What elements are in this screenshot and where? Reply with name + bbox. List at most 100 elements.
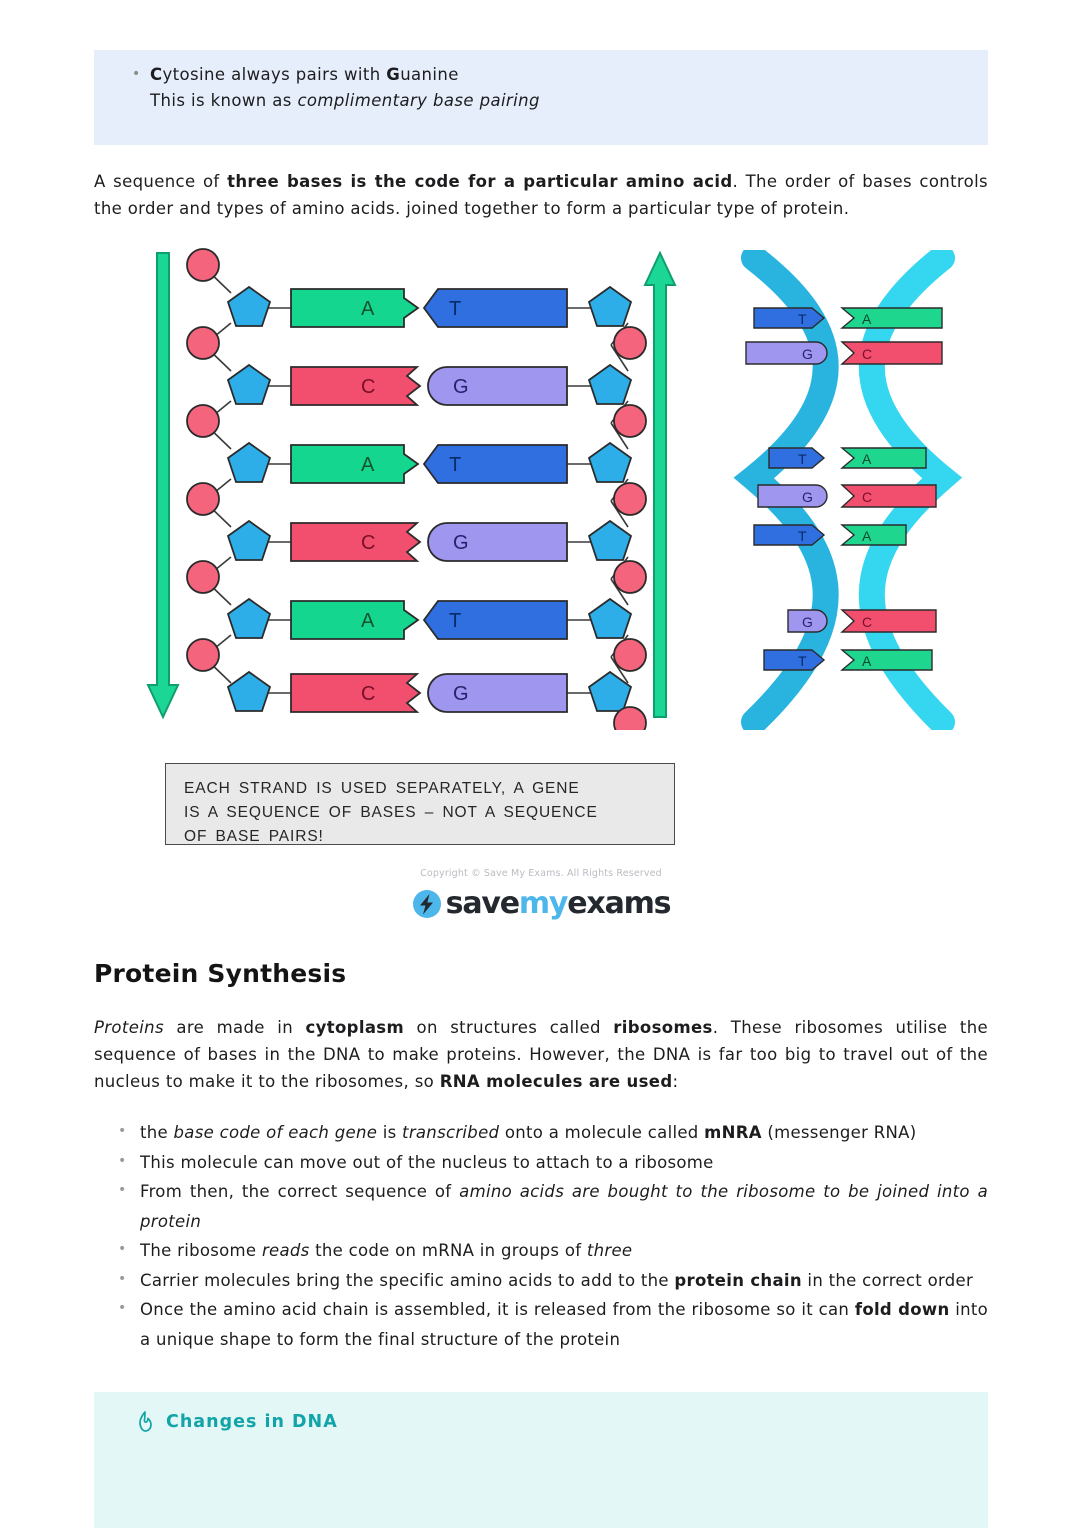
plain-text: Carrier molecules bring the specific ami… [140, 1270, 675, 1290]
right-sugar-pentagons [587, 285, 633, 712]
copyright-notice: Copyright © Save My Exams. All Rights Re… [420, 868, 662, 879]
list-item: Carrier molecules bring the specific ami… [116, 1265, 988, 1296]
caption-line-2: IS A SEQUENCE OF BASES – NOT A SEQUENCE [184, 804, 598, 821]
callout-title: Changes in DNA [166, 1412, 338, 1432]
svg-text:C: C [862, 614, 872, 630]
p1-text-b: . The order of bases controls the order … [94, 172, 988, 218]
italic-text: reads [261, 1241, 310, 1260]
right-phosphate-circles [613, 326, 647, 730]
p2-b2: ribosomes [613, 1018, 713, 1037]
svg-text:G: G [453, 376, 469, 398]
dna-figure: A C A C [94, 245, 988, 935]
callout-text-2: uanine [400, 65, 459, 84]
flame-icon [139, 1411, 152, 1432]
p2-t2: on structures called [404, 1018, 614, 1037]
italic-text: amino acids are bought to the ribosome t… [140, 1182, 988, 1231]
plain-text: (messenger RNA) [761, 1123, 917, 1142]
left-base-shapes: A C A C [290, 288, 422, 713]
plain-text: From then, the correct sequence of [140, 1182, 460, 1201]
caption-line-3: OF BASE PAIRS! [184, 828, 324, 845]
svg-text:A: A [862, 311, 872, 327]
p1-text-a: A sequence of [94, 172, 228, 191]
svg-text:G: G [802, 614, 813, 630]
logo-text: savemyexams [445, 886, 672, 921]
helix-base-pairs: T A G C T A [745, 307, 943, 671]
plain-text: into a unique shape to form the final st… [140, 1300, 988, 1349]
paragraph-three-bases: A sequence of three bases is the code fo… [94, 168, 988, 222]
bold-c: C [150, 65, 163, 84]
complementary-pairing-callout: Cytosine always pairs with Guanine This … [94, 50, 988, 145]
svg-text:A: A [361, 298, 375, 320]
lightning-bolt-logo-icon [412, 889, 441, 918]
plain-text: the code on mRNA in groups of [309, 1241, 587, 1260]
p1-bold: three bases is the code for a particular… [227, 172, 733, 191]
svg-text:G: G [453, 532, 469, 554]
bold-text: fold down [854, 1300, 950, 1319]
changes-in-dna-callout: Changes in DNA [94, 1392, 988, 1528]
italic-text: base code of each gene [173, 1123, 378, 1142]
svg-text:A: A [862, 451, 872, 467]
callout-sub-italic: complimentary base pairing [297, 91, 540, 110]
logo-my: my [518, 886, 569, 921]
dna-ladder-diagram: A C A C [146, 248, 677, 730]
svg-text:A: A [862, 528, 872, 544]
p2-t3: . These ribosomes utilise the sequence o… [94, 1018, 988, 1091]
svg-text:T: T [449, 610, 461, 632]
left-strand-direction-arrow [146, 252, 180, 720]
callout-sub-prefix: This is known as [150, 91, 298, 110]
italic-text: three [586, 1241, 633, 1260]
caption-line-1: EACH STRAND IS USED SEPARATELY, A GENE [184, 780, 580, 797]
svg-text:A: A [361, 454, 375, 476]
list-item: From then, the correct sequence of amino… [116, 1176, 988, 1236]
callout-subline: This is known as complimentary base pair… [94, 88, 988, 114]
page-heading-protein-synthesis: Protein Synthesis [94, 959, 347, 988]
plain-text: the [140, 1123, 174, 1142]
bold-text: mNRA [704, 1123, 762, 1142]
svg-text:C: C [862, 489, 872, 505]
svg-text:G: G [453, 683, 469, 705]
list-item: The ribosome reads the code on mRNA in g… [116, 1235, 988, 1266]
right-strand-direction-arrow [643, 250, 677, 718]
italic-text: transcribed [402, 1123, 500, 1142]
p2-t1: are made in [163, 1018, 306, 1037]
callout-bullet-cytosine: Cytosine always pairs with Guanine [132, 61, 988, 88]
protein-synthesis-steps-list: the base code of each gene is transcribe… [116, 1117, 988, 1354]
p2-b3: RNA molecules are used [439, 1072, 673, 1091]
svg-text:C: C [361, 683, 375, 705]
bold-text: protein chain [674, 1270, 802, 1290]
svg-text:T: T [449, 298, 461, 320]
svg-text:A: A [361, 610, 375, 632]
svg-text:A: A [862, 653, 872, 669]
svg-text:G: G [802, 346, 813, 362]
svg-text:T: T [798, 451, 807, 467]
p2-b1: cytoplasm [305, 1018, 405, 1037]
right-base-shapes: T G T G [422, 288, 568, 713]
list-item: the base code of each gene is transcribe… [116, 1117, 988, 1148]
dna-double-helix-diagram: T A G C T A [733, 250, 963, 730]
plain-text: onto a molecule called [499, 1123, 705, 1142]
svg-text:C: C [361, 532, 375, 554]
svg-text:T: T [449, 454, 461, 476]
p2-t4: : [672, 1072, 679, 1091]
plain-text: The ribosome [140, 1241, 262, 1260]
plain-text: in the correct order [801, 1270, 974, 1290]
left-sugar-pentagons [226, 285, 272, 712]
callout-list: Cytosine always pairs with Guanine [94, 61, 988, 88]
logo-save: save [445, 886, 520, 921]
svg-text:C: C [361, 376, 375, 398]
bold-g: G [386, 65, 401, 84]
svg-text:T: T [798, 653, 807, 669]
svg-text:G: G [802, 489, 813, 505]
svg-text:T: T [798, 311, 807, 327]
p2-italic: Proteins [94, 1018, 164, 1037]
left-phosphate-circles [186, 248, 220, 672]
svg-text:C: C [862, 346, 872, 362]
callout-text-1: ytosine always pairs with [162, 65, 387, 84]
list-item: This molecule can move out of the nucleu… [116, 1147, 988, 1178]
plain-text: This molecule can move out of the nucleu… [140, 1152, 714, 1172]
figure-caption-box: EACH STRAND IS USED SEPARATELY, A GENE I… [165, 763, 675, 845]
plain-text: Once the amino acid chain is assembled, … [140, 1300, 855, 1319]
logo-exams: exams [567, 886, 671, 921]
paragraph-protein-synthesis: Proteins are made in cytoplasm on struct… [94, 1014, 988, 1095]
